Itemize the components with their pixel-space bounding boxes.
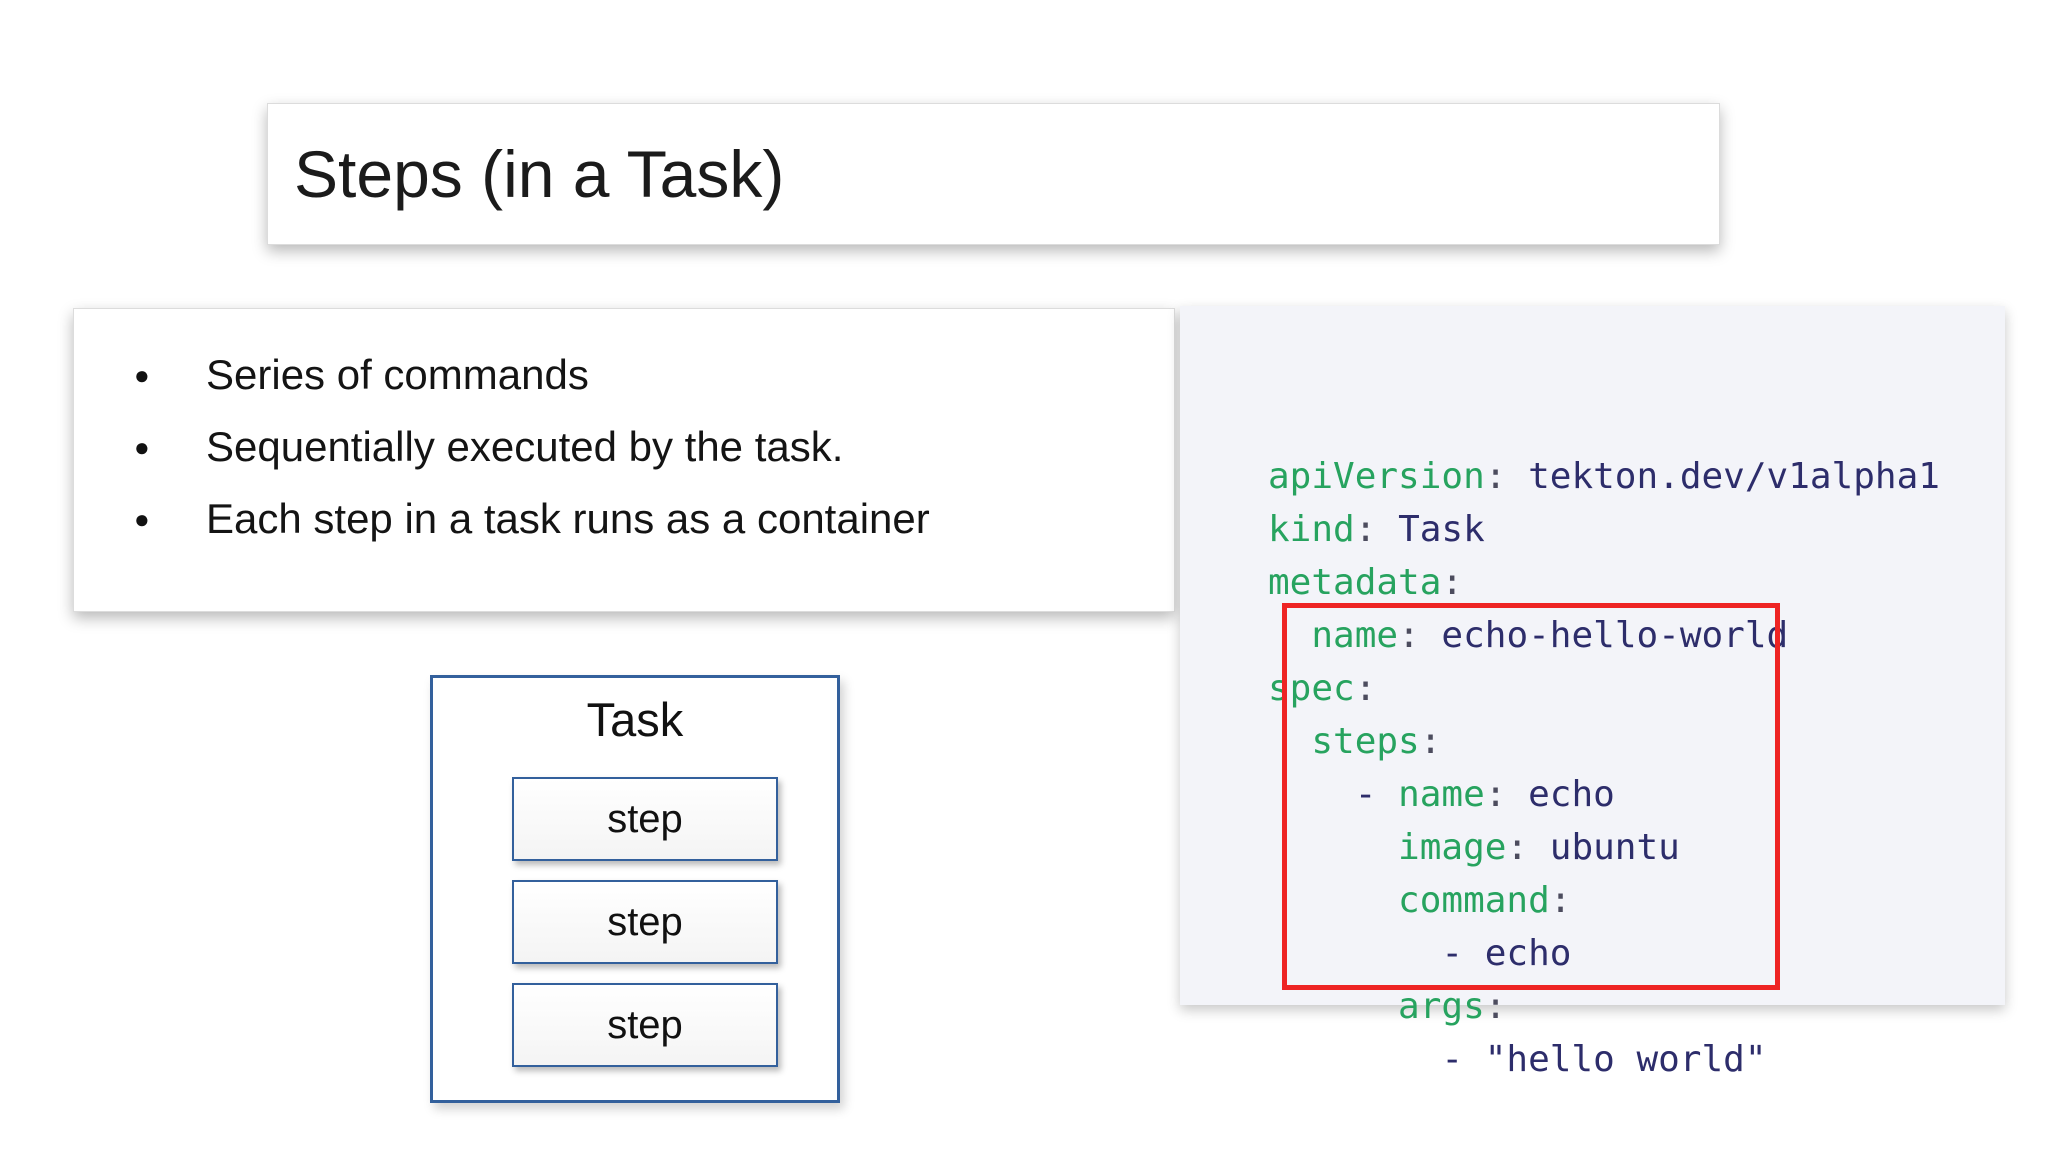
code-token-punc: : [1484,456,1529,497]
code-token-punc: : [1441,562,1464,603]
step-box: step [512,983,778,1067]
code-token-key: steps [1311,721,1420,762]
code-token-key: name [1398,774,1485,815]
code-token-value: Task [1398,509,1485,550]
code-token-value: echo-hello-world [1441,615,1789,656]
code-line: steps: [1268,715,2005,768]
task-diagram-label: Task [586,693,684,746]
code-token-value: - "hello world" [1441,1039,1767,1080]
code-line: - name: echo [1268,768,2005,821]
bullet-item: ● Series of commands [134,339,1164,411]
code-token-plain [1268,827,1398,868]
bullet-text: Series of commands [206,351,589,398]
code-token-plain [1268,615,1311,656]
bullet-text: Each step in a task runs as a container [206,495,930,542]
code-token-key: kind [1268,509,1355,550]
code-token-value: echo [1528,774,1615,815]
code-line: - "hello world" [1268,1033,2005,1086]
bullet-dot-icon: ● [134,503,150,534]
code-token-plain [1268,1039,1441,1080]
code-line: metadata: [1268,556,2005,609]
code-token-key: name [1311,615,1399,656]
code-token-key: command [1398,880,1550,921]
bullet-panel: ● Series of commands ● Sequentially execute… [73,308,1175,612]
code-token-value: - [1354,774,1399,815]
code-token-punc: : [1354,509,1399,550]
code-token-punc: : [1484,774,1529,815]
code-token-value: - echo [1441,933,1572,974]
title-box: Steps (in a Task) [267,103,1720,245]
bullet-dot-icon: ● [134,431,150,462]
code-line: command: [1268,874,2005,927]
code-token-punc: : [1354,668,1377,709]
code-token-plain [1268,721,1311,762]
bullet-dot-icon: ● [134,359,150,390]
code-line: apiVersion: tekton.dev/v1alpha1 [1268,450,2005,503]
code-line: kind: Task [1268,503,2005,556]
code-token-key: apiVersion [1268,456,1485,497]
bullet-item: ● Sequentially executed by the task. [134,411,1164,483]
step-box: step [512,777,778,861]
code-token-key: image [1398,827,1507,868]
code-token-plain [1268,774,1355,815]
code-token-plain [1268,880,1398,921]
code-token-key: args [1398,986,1485,1027]
code-token-value: ubuntu [1549,827,1680,868]
code-token-plain [1268,933,1441,974]
bullet-item: ● Each step in a task runs as a container [134,483,1164,555]
bullet-list: ● Series of commands ● Sequentially execute… [134,339,1164,555]
code-line: spec: [1268,662,2005,715]
code-token-punc: : [1398,615,1442,656]
code-token-punc: : [1484,986,1507,1027]
code-token-plain [1268,986,1398,1027]
code-token-key: spec [1268,668,1355,709]
code-token-punc: : [1419,721,1442,762]
code-line: image: ubuntu [1268,821,2005,874]
code-token-key: metadata [1268,562,1442,603]
step-box: step [512,880,778,964]
code-line: args: [1268,980,2005,1033]
code-line: - echo [1268,927,2005,980]
task-diagram: Task step step step [430,675,840,1103]
page-title: Steps (in a Task) [294,137,785,211]
code-token-punc: : [1506,827,1550,868]
code-line: name: echo-hello-world [1268,609,2005,662]
code-token-punc: : [1549,880,1572,921]
code-token-value: tekton.dev/v1alpha1 [1528,456,1940,497]
bullet-text: Sequentially executed by the task. [206,423,844,470]
